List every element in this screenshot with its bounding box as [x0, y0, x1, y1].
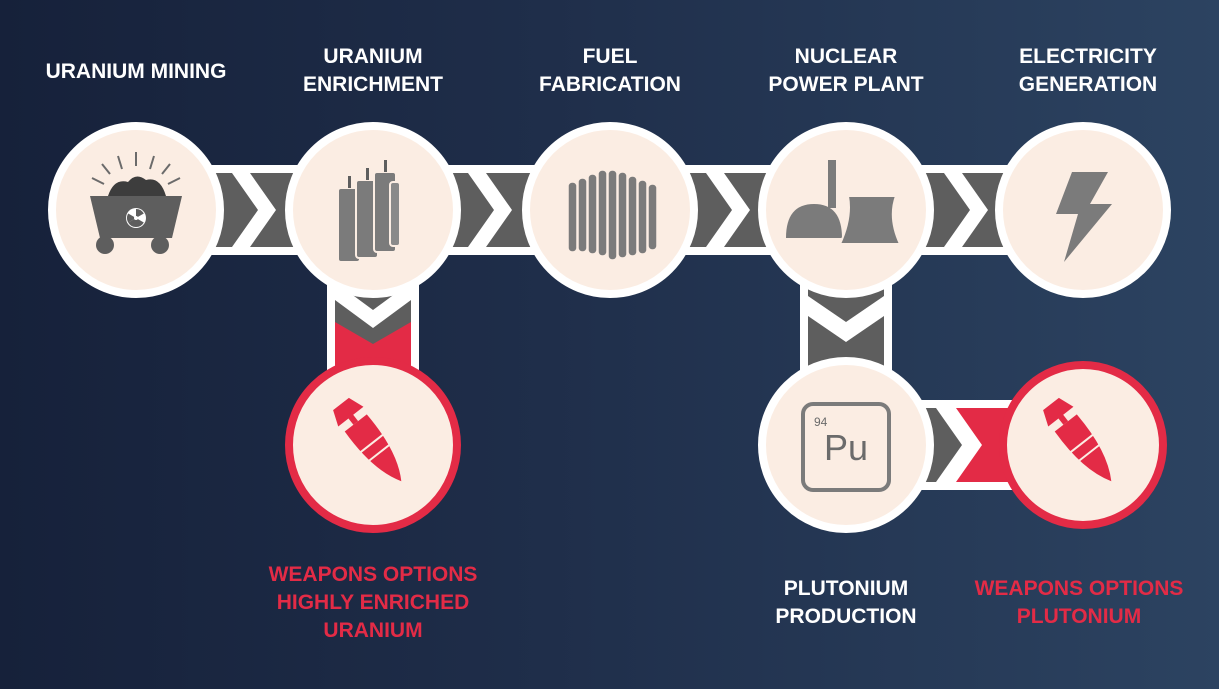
- plutonium-label: PLUTONIUM PRODUCTION: [775, 577, 917, 628]
- pu-chevron-icon: [808, 296, 884, 342]
- fuel-rods-icon: [337, 171, 401, 263]
- fabrication-label: FUEL FABRICATION: [539, 45, 681, 96]
- power-plant-icon: [786, 160, 902, 245]
- bomb-icon: [333, 397, 402, 482]
- fuel-assembly-icon: [567, 169, 658, 261]
- weapons-pu-label: WEAPONS OPTIONS PLUTONIUM: [974, 577, 1184, 628]
- plant-circle: [758, 122, 934, 298]
- mine-cart-icon: [90, 152, 182, 254]
- plutonium-element-icon: [801, 402, 891, 492]
- element-number: 94: [814, 415, 828, 429]
- enrichment-label: URANIUM ENRICHMENT: [303, 45, 443, 96]
- chevron-right-icon: [944, 173, 988, 247]
- plant-label: NUCLEAR POWER PLANT: [768, 45, 924, 96]
- mining-label: URANIUM MINING: [45, 60, 227, 83]
- heu-chevron-icon: [335, 282, 411, 328]
- bomb-icon: [1043, 397, 1112, 482]
- chevron-right-icon: [232, 173, 276, 247]
- chevron-right-icon: [468, 173, 512, 247]
- electricity-label: ELECTRICITY GENERATION: [1018, 45, 1158, 96]
- chevron-right-icon: [706, 173, 750, 247]
- element-symbol: Pu: [824, 427, 868, 468]
- pu-weapons-chevron-icon: [936, 408, 982, 482]
- lightning-bolt-icon: [1056, 172, 1112, 262]
- weapons-heu-label: WEAPONS OPTIONS HIGHLY ENRICHED URANIUM: [268, 563, 478, 642]
